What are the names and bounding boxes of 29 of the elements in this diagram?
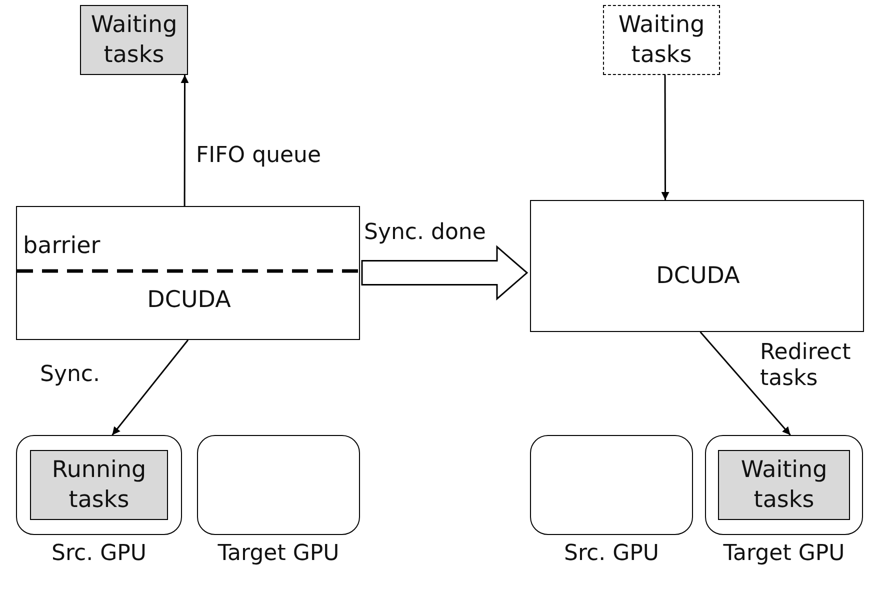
- process-box: [530, 200, 864, 332]
- node-text: DCUDA: [146, 286, 232, 315]
- task-box: [718, 450, 850, 520]
- node-text: Waiting tasks: [740, 456, 828, 515]
- gpu-box: [530, 435, 693, 535]
- gpu-box: [197, 435, 360, 535]
- gpu-label: Src. GPU: [51, 541, 147, 566]
- gpu-label: Target GPU: [218, 541, 340, 566]
- node-text: Waiting tasks: [90, 11, 178, 70]
- edge-label: FIFO queue: [196, 143, 322, 169]
- process-box: [16, 206, 360, 340]
- node-text: barrier: [23, 232, 100, 261]
- process-box: [80, 5, 188, 75]
- node-text: Waiting tasks: [617, 11, 706, 70]
- edge-label: Sync. done: [364, 220, 486, 246]
- gpu-box: [705, 435, 863, 535]
- arrow: [180, 75, 189, 206]
- gpu-label: Src. GPU: [564, 541, 660, 566]
- edge-label: Sync.: [40, 362, 100, 388]
- node-text: Running tasks: [50, 456, 148, 515]
- node-text: DCUDA: [655, 262, 741, 291]
- arrow: [112, 340, 189, 436]
- block-arrow: [361, 245, 528, 300]
- arrow: [700, 332, 791, 436]
- arrow: [661, 75, 670, 200]
- task-box: [30, 450, 168, 520]
- gpu-box: [16, 435, 182, 535]
- gpu-label: Target GPU: [723, 541, 845, 566]
- process-box: [603, 5, 720, 75]
